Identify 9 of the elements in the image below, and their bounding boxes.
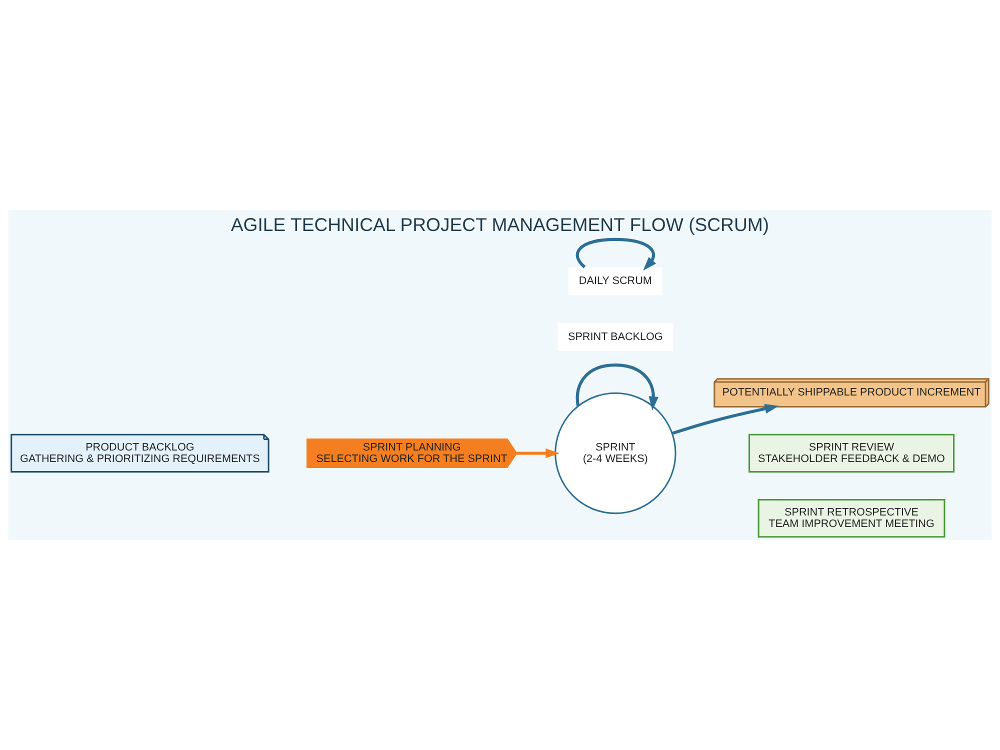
- node-box: DAILY SCRUM: [568, 267, 662, 296]
- node-circle: SPRINT (2-4 WEEKS): [554, 392, 676, 514]
- diagram-title: AGILE TECHNICAL PROJECT MANAGEMENT FLOW (SCRUM): [230, 214, 770, 236]
- arrow: [576, 364, 658, 411]
- arrow: [516, 448, 560, 458]
- node-box: SPRINT REVIEW STAKEHOLDER FEEDBACK & DEMO: [748, 434, 955, 473]
- arrow: [576, 238, 656, 271]
- arrow: [672, 404, 779, 435]
- node-box: SPRINT RETROSPECTIVE TEAM IMPROVEMENT MEETING: [758, 498, 946, 538]
